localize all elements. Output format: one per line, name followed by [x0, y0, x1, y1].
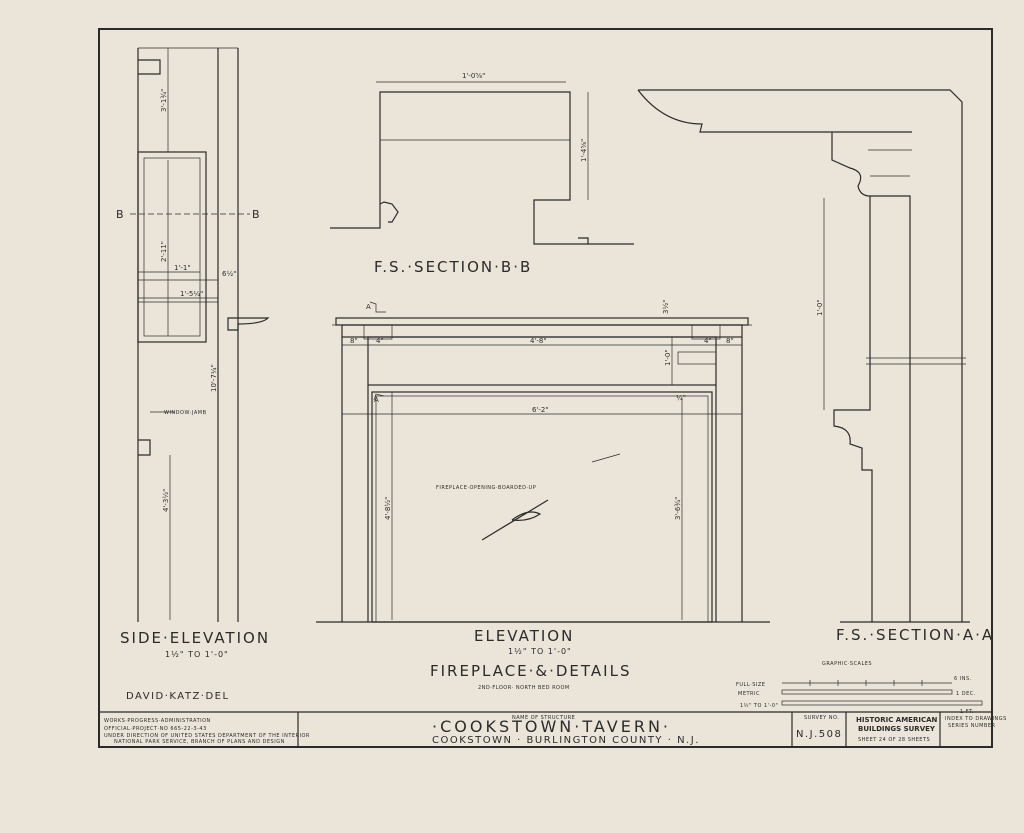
- scale-row-label: 1½" TO 1'-0": [740, 702, 778, 709]
- dim-side-total: 10'-7¼": [210, 364, 218, 392]
- structure-caption: NAME OF STRUCTURE: [512, 715, 575, 721]
- dim-elev-left-margin: 8": [350, 337, 358, 345]
- section-mark-a-top: A: [366, 303, 371, 311]
- scale-row-end: 6 INS.: [954, 676, 972, 682]
- structure-name: ·COOKSTOWN·TAVERN·: [432, 717, 671, 736]
- wpa-line-4: NATIONAL PARK SERVICE, BRANCH OF PLANS A…: [114, 739, 285, 745]
- section-mark-b-right: B: [252, 208, 260, 221]
- index-label-1: INDEX TO DRAWINGS: [945, 716, 1007, 722]
- survey-no-label: SURVEY NO.: [804, 715, 839, 721]
- window-jamb-label: WINDOW·JAMB: [164, 410, 207, 416]
- delineator: DAVID·KATZ·DEL: [126, 691, 230, 702]
- survey-no: N.J.508: [796, 729, 842, 740]
- dim-side-lower: 4'-3½": [162, 489, 170, 512]
- graphic-scales-title: GRAPHIC·SCALES: [822, 661, 872, 667]
- dim-bb-width: 1'-0⅝": [462, 72, 485, 80]
- dim-side-panel-height: 2'-11": [160, 241, 168, 262]
- wpa-line-3: UNDER DIRECTION OF UNITED STATES DEPARTM…: [104, 733, 310, 739]
- drawing-title: FIREPLACE·&·DETAILS: [430, 662, 631, 680]
- sheet-border: [98, 28, 993, 748]
- section-mark-a-bottom: A: [374, 396, 379, 404]
- dim-side-width-2: 1'-5¼": [180, 290, 203, 298]
- scale-row-label: FULL·SIZE: [736, 682, 765, 688]
- dim-elev-shelf-top: 3½": [662, 300, 670, 314]
- section-aa-title: F.S.·SECTION·A·A: [836, 626, 994, 644]
- dim-elev-opening-width: 6'-2": [532, 406, 549, 414]
- hab-line-1: HISTORIC AMERICAN: [856, 716, 938, 724]
- dim-elev-right-pilaster: 4": [704, 337, 712, 345]
- title-block: [99, 711, 992, 747]
- hab-line-2: BUILDINGS SURVEY: [858, 725, 936, 733]
- side-elevation-title: SIDE·ELEVATION: [120, 629, 270, 647]
- section-mark-b-left: B: [116, 208, 124, 221]
- dim-elev-shelf-height: 1'-0": [664, 349, 672, 366]
- elevation-drawing: [316, 301, 770, 623]
- drawing-subtitle: 2ND·FLOOR· NORTH BED ROOM: [478, 685, 570, 691]
- dim-side-top: 3'-1¾": [160, 89, 168, 112]
- index-label-2: SERIES NUMBER: [948, 723, 996, 729]
- location: COOKSTOWN · BURLINGTON COUNTY · N.J.: [432, 735, 700, 746]
- elevation-title: ELEVATION: [474, 627, 574, 645]
- dim-side-width-1: 1'-1": [174, 264, 191, 272]
- dim-side-offset: 6½": [222, 270, 236, 278]
- scale-row-label: METRIC: [738, 691, 760, 697]
- wpa-line-2: OFFICIAL·PROJECT·NO 665-22-3-43: [104, 726, 207, 732]
- dim-elev-left-height: 4'-8½": [384, 497, 392, 520]
- dim-elev-small: ¼": [676, 394, 686, 402]
- side-elevation-scale: 1½" TO 1'-0": [165, 650, 229, 659]
- scale-row-end: 1 DEC.: [956, 691, 976, 697]
- dim-elev-opening-height: 3'-6¾": [674, 497, 682, 520]
- elevation-scale: 1½" TO 1'-0": [508, 647, 572, 656]
- dim-elev-frieze: 4'-8": [530, 337, 547, 345]
- wpa-line-1: WORKS·PROGRESS·ADMINISTRATION: [104, 718, 211, 724]
- dim-elev-pilaster: 4": [376, 337, 384, 345]
- graphic-scales: [781, 680, 983, 706]
- side-elevation-drawing: [130, 47, 270, 622]
- section-bb-drawing: [330, 81, 634, 245]
- dim-elev-right-margin: 8": [726, 337, 734, 345]
- section-bb-title: F.S.·SECTION·B·B: [374, 258, 532, 276]
- opening-note: FIREPLACE·OPENING·BOARDED·UP: [436, 485, 536, 491]
- dim-aa-height: 1'-0": [816, 299, 824, 316]
- dim-bb-height: 1'-4⅝": [580, 139, 588, 162]
- sheet-info: SHEET 24 OF 28 SHEETS: [858, 737, 930, 743]
- section-aa-drawing: [637, 89, 970, 623]
